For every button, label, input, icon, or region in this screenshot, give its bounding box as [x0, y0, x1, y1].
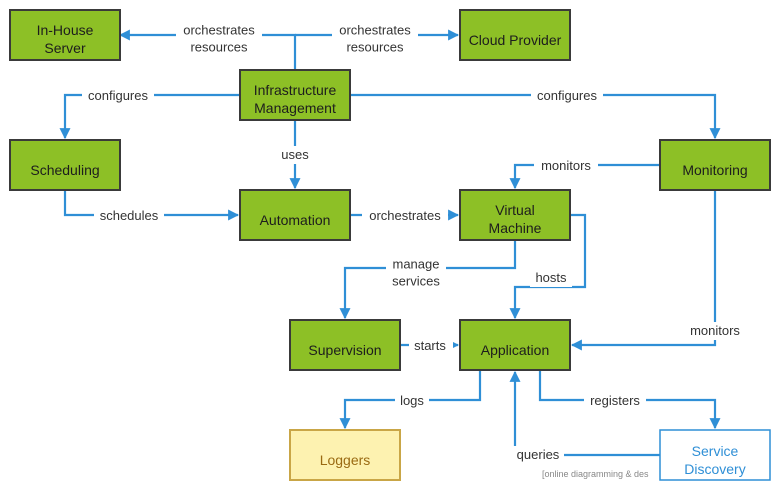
label-queries: queries	[512, 446, 564, 464]
text-line: Scheduling	[30, 162, 99, 178]
label-orchestrates-vm: orchestrates	[362, 207, 448, 225]
node-cloud-provider[interactable]: Cloud Provider	[459, 9, 571, 61]
text-line: Loggers	[320, 452, 371, 468]
text-line: Automation	[260, 212, 331, 228]
label-logs-text: logs	[400, 393, 424, 408]
label-configures-left-text: configures	[88, 88, 148, 103]
label-monitors-app: monitors	[683, 322, 747, 340]
text-line: Cloud Provider	[469, 32, 562, 48]
label-queries-text: queries	[517, 447, 560, 462]
text-line: Machine	[489, 220, 542, 236]
label-schedules: schedules	[94, 207, 164, 225]
text-line: manage	[393, 257, 440, 272]
node-supervision-label: Supervision	[308, 342, 381, 358]
text-line: Supervision	[308, 342, 381, 358]
label-configures-left: configures	[82, 87, 154, 105]
label-configures-right: configures	[531, 87, 603, 105]
text-line: Management	[254, 100, 336, 116]
text-line: Virtual	[495, 202, 534, 218]
label-logs: logs	[395, 392, 429, 410]
text-line: resources	[346, 39, 404, 54]
node-loggers[interactable]: Loggers	[289, 429, 401, 481]
watermark-text: [online diagramming & des	[542, 469, 649, 479]
label-monitors-vm: monitors	[534, 157, 598, 175]
label-starts-text: starts	[414, 338, 446, 353]
node-automation[interactable]: Automation	[239, 189, 351, 241]
text-line: Discovery	[684, 461, 745, 477]
text-line: Monitoring	[682, 162, 747, 178]
label-monitors-vm-text: monitors	[541, 158, 591, 173]
text-line: resources	[190, 39, 248, 54]
node-cloud-provider-label: Cloud Provider	[469, 32, 562, 48]
text-line: In-House	[37, 22, 94, 38]
node-scheduling[interactable]: Scheduling	[9, 139, 121, 191]
node-monitoring-label: Monitoring	[682, 162, 747, 178]
edge-infra-to-monitoring	[350, 93, 721, 140]
label-orchestrates-vm-text: orchestrates	[369, 208, 441, 223]
edge-monitoring-to-vm	[509, 163, 660, 190]
label-uses: uses	[278, 146, 312, 164]
label-registers-text: registers	[590, 393, 640, 408]
node-scheduling-label: Scheduling	[30, 162, 99, 178]
label-hosts-text: hosts	[535, 270, 567, 285]
edge-scheduling-to-automation	[63, 190, 240, 221]
text-line: Server	[44, 40, 86, 56]
text-line: Service	[692, 443, 739, 459]
text-line: services	[392, 273, 440, 288]
text-line: Application	[481, 342, 550, 358]
node-supervision[interactable]: Supervision	[289, 319, 401, 371]
label-registers: registers	[584, 392, 646, 410]
label-uses-text: uses	[281, 147, 309, 162]
edge-infra-to-scheduling	[59, 93, 240, 140]
edge-vm-to-application	[509, 213, 587, 320]
label-starts: starts	[409, 337, 453, 355]
text-line: orchestrates	[339, 23, 411, 38]
node-automation-label: Automation	[260, 212, 331, 228]
label-monitors-app-text: monitors	[690, 323, 740, 338]
text-line: Infrastructure	[254, 82, 337, 98]
node-application[interactable]: Application	[459, 319, 571, 371]
node-monitoring[interactable]: Monitoring	[659, 139, 771, 191]
edge-service-discovery-to-application	[509, 370, 660, 457]
label-configures-right-text: configures	[537, 88, 597, 103]
node-application-label: Application	[481, 342, 550, 358]
node-loggers-label: Loggers	[320, 452, 371, 468]
text-line: orchestrates	[183, 23, 255, 38]
label-hosts: hosts	[530, 269, 572, 287]
label-schedules-text: schedules	[100, 208, 159, 223]
edge-monitoring-to-application	[570, 190, 717, 351]
